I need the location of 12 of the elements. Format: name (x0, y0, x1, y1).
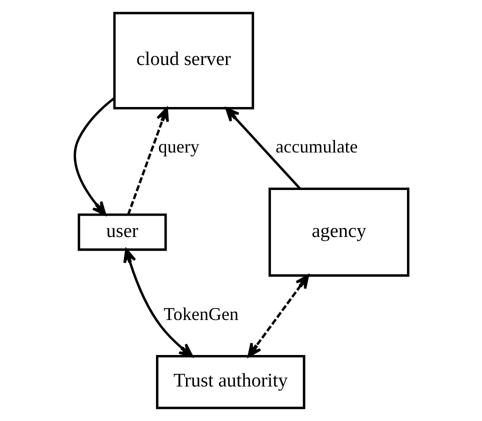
edge-label: accumulate (275, 136, 358, 157)
arrow (122, 248, 193, 358)
node-box: agency (268, 188, 409, 277)
arrow (73, 97, 114, 216)
edge-label: query (158, 136, 199, 157)
node-box: cloud server (112, 12, 254, 110)
edge-label: TokenGen (163, 304, 238, 324)
arrow (126, 107, 168, 216)
node-box: Trust authority (155, 354, 305, 410)
node-box: user (77, 214, 166, 251)
arrow (247, 274, 309, 358)
arrow (224, 107, 300, 190)
